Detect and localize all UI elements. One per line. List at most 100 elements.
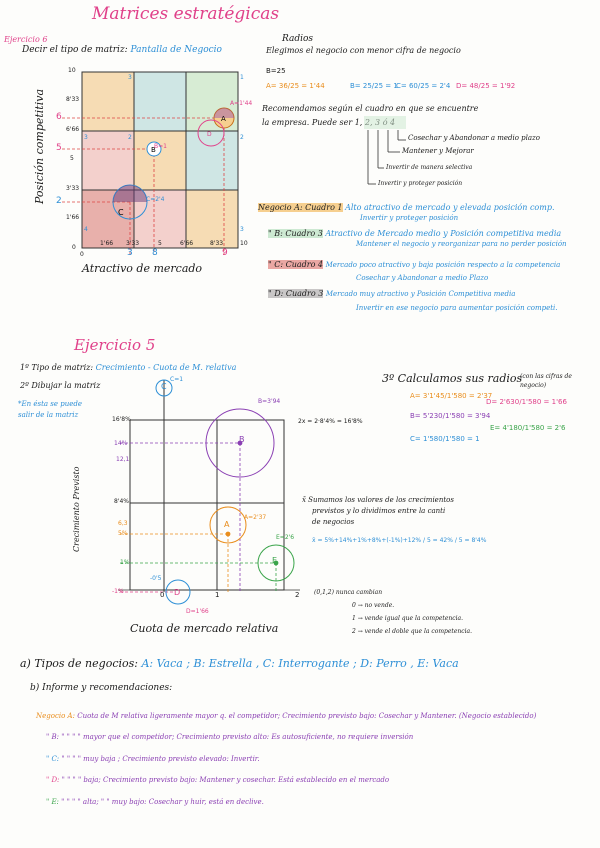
bubble-d <box>197 119 225 147</box>
bcg-y-tick: -1% <box>112 588 124 595</box>
page-title: Matrices estratégicas <box>92 4 280 24</box>
negocio-tag: " D: Cuadro 3 <box>268 289 324 298</box>
ge-ref-mark: 6 <box>56 112 62 122</box>
rec-line2: la empresa. Puede ser 1, 2, 3 ó 4 <box>262 118 396 127</box>
ge-y-tick: 8'33 <box>66 96 80 103</box>
rec-highlight <box>364 116 406 129</box>
negocio-tag: " C: Cuadro 4 <box>268 260 324 269</box>
negocio-tag: " B: Cuadro 3 <box>268 229 323 238</box>
bcg-y-tick: 5% <box>118 530 128 537</box>
bcg-bubble-ann: A=2'37 <box>244 514 267 521</box>
sum-note-2: previstos y lo dividimos entre la canti <box>312 507 446 515</box>
negocio-text: Mercado poco atractivo y baja posición r… <box>325 261 561 269</box>
ge-bubble-ann: C=2'4 <box>146 196 165 203</box>
bcg-matrix <box>118 379 300 605</box>
bcg-radio-a: A= 3'1'45/1'580 = 2'37 <box>410 392 493 400</box>
radios-title: Radios <box>282 34 314 44</box>
bcg-radio-c: C= 1'580/1'580 = 1 <box>410 435 480 443</box>
ge-x-tick: 5 <box>158 240 162 247</box>
informe-row: " E: " " " " alta; " " muy bajo: Cosecha… <box>46 798 264 806</box>
ex5-step2: 2º Dibujar la matriz <box>20 381 101 390</box>
informe-row: " B: " " " " mayor que el competidor; Cr… <box>46 733 413 741</box>
scale-item: 1 → vende igual que la competencia. <box>352 615 463 622</box>
informe-row: Negocio A: Cuota de M relativa ligeramen… <box>36 712 536 720</box>
negocio-sub: Invertir y proteger posición <box>360 214 459 222</box>
ge-cell-number: 3 <box>240 226 244 233</box>
ex5-step1-type: Crecimiento - Cuota de M. relativa <box>95 363 237 372</box>
mean-formula: x̄ = 5%+14%+1%+8%+(-1%)+12% / 5 = 42% / … <box>312 537 487 544</box>
bubble-a-label: A <box>221 115 226 123</box>
bubble-a-share <box>214 108 234 118</box>
negocio-text: Atractivo de Mercado medio y Posición co… <box>325 229 562 238</box>
ge-ref-mark: 3 <box>127 248 133 258</box>
action-3: Mantener y Mejorar <box>402 147 474 155</box>
radios-line1: Elegimos el negocio con menor cifra de n… <box>266 46 461 55</box>
negocio-row: " B: Cuadro 3 Atractivo de Mercado medio… <box>268 229 561 238</box>
ge-cell <box>134 72 186 131</box>
ge-cell-number: 2 <box>128 134 132 141</box>
bubble-b-label: B <box>151 146 156 154</box>
ge-y-tick: 10 <box>68 67 76 74</box>
sum-note-3: de negocios <box>312 518 355 526</box>
bcg-x-tick: 2 <box>295 591 300 599</box>
bcg-bubble-d <box>165 579 191 605</box>
negocio-row: " C: Cuadro 4 Mercado poco atractivo y b… <box>268 260 560 269</box>
rec-line1: Recomendamos según el cuadro en que se e… <box>262 104 479 113</box>
ge-cell-number: 4 <box>84 226 88 233</box>
ge-cell-number: 1 <box>240 74 244 81</box>
bcg-x-axis-title: Cuota de mercado relativa <box>130 622 279 635</box>
ge-cell <box>82 131 134 190</box>
bcg-bubble-label: D <box>174 588 181 597</box>
ge-cell <box>186 131 238 190</box>
bcg-bubble-ann: E=2'6 <box>276 534 295 541</box>
ex5-step3: 3º Calculamos sus radios <box>382 372 523 385</box>
informe-title: b) Informe y recomendaciones: <box>30 683 173 693</box>
negocio-sub: Cosechar y Abandonar a medio Plazo <box>356 274 489 282</box>
ge-cell-number: 3 <box>128 74 132 81</box>
informe-label: " E: <box>46 798 59 806</box>
ge-cell <box>82 72 134 131</box>
action-1: Invertir y proteger posición <box>378 180 463 187</box>
ex5-note: *En ésta se puede salir de la matriz <box>18 400 83 419</box>
negocio-tag: Negocio A: Cuadro 1 <box>258 203 343 212</box>
informe-row: " D: " " " " baja; Crecimiento previsto … <box>46 776 389 784</box>
bcg-bubble-label: B <box>239 435 245 444</box>
informe-label: " B: <box>46 733 59 741</box>
ge-bubble-ann: B=1 <box>154 143 167 150</box>
negocio-row: " D: Cuadro 3 Mercado muy atractivo y Po… <box>268 289 515 298</box>
bcg-bubble-ann: D=1'66 <box>186 608 209 615</box>
radio-eq-a: A= 36/25 = 1'44 <box>266 82 325 90</box>
bubble-d-label: D <box>207 131 212 138</box>
ge-cell <box>186 190 238 248</box>
ge-ref-mark: 8 <box>152 248 158 258</box>
tipos-line: a) Tipos de negocios: A: Vaca ; B: Estre… <box>20 657 459 670</box>
informe-row: " C: " " " " muy baja ; Crecimiento prev… <box>46 755 260 763</box>
bcg-bubble-ann: B=3'94 <box>258 398 281 405</box>
bcg-radio-d: D= 2'630/1'580 = 1'66 <box>486 398 567 406</box>
bcg-bubble-ann: C=1 <box>170 376 184 383</box>
ex6-instruction-text: Decir el tipo de matriz: <box>22 45 131 55</box>
informe-label: " D: <box>46 776 60 784</box>
bcg-y-tick: 16'8% <box>112 416 131 423</box>
informe-text: Cuota de M relativa ligeramente mayor q.… <box>77 712 537 720</box>
ge-y-tick: 0 <box>72 244 76 251</box>
ge-ref-mark: 5 <box>56 143 62 153</box>
ge-bubble-ann: A=1'44 <box>230 100 253 107</box>
action-tree <box>367 130 406 185</box>
bcg-bubble-label: E <box>272 556 278 565</box>
ge-ref-mark: 9 <box>222 248 228 258</box>
ge-y-tick: 5 <box>70 155 74 162</box>
informe-label: Negocio A: <box>36 712 75 720</box>
bcg-radio-e: E= 4'180/1'580 = 2'6 <box>490 424 566 432</box>
sum-note-1: x̄ Sumamos los valores de los crecimient… <box>302 496 454 504</box>
ex5-step1: 1º Tipo de matriz: Crecimiento - Cuota d… <box>20 363 236 372</box>
bcg-y-tick: 1% <box>120 559 130 566</box>
action-2: Invertir de manera selectiva <box>386 164 473 171</box>
ge-x-tick: 10 <box>240 240 248 247</box>
ex5-step3-note: (con las cifras de negocio) <box>520 373 572 389</box>
bcg-y-tick: -0'5 <box>150 575 162 582</box>
informe-label: " C: <box>46 755 60 763</box>
bubble-c-label: C <box>118 208 124 217</box>
negocio-sub: Mantener el negocio y reorganizar para n… <box>356 240 567 248</box>
informe-text: " " " " muy baja ; Crecimiento previsto … <box>61 755 260 763</box>
